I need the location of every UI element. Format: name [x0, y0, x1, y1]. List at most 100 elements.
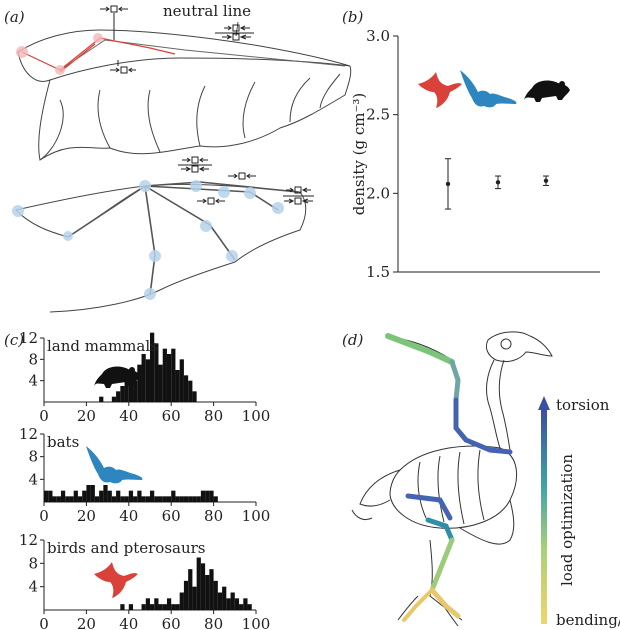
histogram-title: bats [47, 433, 79, 451]
bird-skeleton-drawing [351, 331, 553, 627]
x-tick-label: 40 [119, 507, 138, 525]
histogram-bar [205, 490, 210, 502]
x-tick-label: 80 [204, 507, 223, 525]
histogram-bar [154, 496, 159, 502]
histogram-bar [196, 557, 201, 610]
histogram-bar [141, 354, 146, 402]
bird-joint-marker [93, 33, 103, 43]
y-tick-label: 8 [28, 350, 38, 368]
bird-silhouette [418, 72, 462, 108]
histogram-bar [183, 375, 189, 402]
y-tick-label: 3.0 [366, 27, 390, 45]
histogram-bar [69, 496, 74, 502]
histogram-bar [188, 496, 193, 502]
histogram-bar [133, 380, 138, 402]
histogram-bar [205, 575, 210, 610]
histogram-bar [217, 592, 223, 610]
histogram-bar [65, 496, 70, 502]
histogram-bar [145, 359, 150, 402]
histogram-bar [94, 496, 100, 502]
panel-label-a: (a) [4, 8, 25, 26]
histogram-bar [166, 496, 172, 502]
histogram-bar [90, 485, 95, 502]
stress-element-icon [283, 186, 314, 205]
histogram-bar [120, 496, 125, 502]
histogram-bar [188, 380, 193, 402]
x-tick-label: 100 [242, 507, 271, 525]
data-point-bat [495, 180, 501, 185]
histogram-bar [150, 604, 155, 610]
x-tick-label: 0 [39, 615, 49, 630]
histogram-bar [124, 380, 129, 402]
x-tick-label: 40 [119, 407, 138, 425]
histogram-bar [73, 490, 78, 502]
histogram-bar [120, 604, 125, 610]
histogram-bar [154, 343, 159, 402]
histogram-bar [120, 386, 125, 402]
x-tick-label: 80 [204, 615, 223, 630]
histogram-bar [175, 496, 180, 502]
histogram-bar [116, 490, 121, 502]
y-tick-label: 8 [28, 448, 38, 466]
histogram-bar [77, 496, 83, 502]
histogram-bar [133, 496, 138, 502]
stress-element-icon [100, 5, 128, 40]
histogram-bar [234, 598, 240, 610]
panel-label-b: (b) [342, 8, 363, 26]
histogram-bar [175, 604, 180, 610]
x-tick-label: 20 [77, 507, 96, 525]
mouse-silhouette [94, 366, 140, 388]
histogram-bar [145, 598, 150, 610]
stress-element-icon [215, 24, 254, 41]
histogram-bar [86, 485, 91, 502]
load-optimization-label: load optimization [558, 454, 576, 586]
x-tick-label: 20 [77, 407, 96, 425]
histogram-bar [239, 604, 244, 610]
panel-label-c: (c) [4, 331, 24, 349]
histogram-bar [103, 485, 108, 502]
histogram-bar [116, 391, 121, 402]
mouse-silhouette [524, 80, 570, 102]
histogram-bar [171, 604, 176, 610]
histogram-bar [192, 391, 197, 402]
y-tick-label: 2.0 [366, 184, 390, 202]
bird-joint-marker [55, 65, 65, 75]
histogram-bar [200, 490, 206, 502]
histogram-bar [243, 598, 248, 610]
bat-silhouette [460, 70, 517, 108]
y-tick-label: 12 [19, 531, 38, 549]
histogram-bar [141, 496, 146, 502]
histogram-bar [213, 580, 218, 610]
panel-d: (d) [342, 331, 620, 629]
bird-silhouette [94, 562, 138, 598]
histogram-bar [196, 496, 201, 502]
y-tick-label: 12 [19, 329, 38, 347]
histogram-bar [188, 569, 193, 610]
bat-wing-drawing [15, 181, 307, 313]
histogram-bar [150, 332, 155, 402]
histogram-bar [141, 604, 146, 610]
histogram-bar [226, 598, 231, 610]
bird-wing-drawing [17, 29, 352, 161]
stress-element-icon [110, 60, 136, 74]
load-optimization-gradient-arrow [538, 396, 550, 624]
x-tick-label: 60 [162, 615, 181, 630]
panel-a: (a) [4, 2, 352, 313]
histogram-bar [158, 364, 163, 402]
histogram-bar [154, 598, 159, 610]
neutral-line-label: neutral line [163, 2, 251, 20]
x-tick-label: 100 [242, 615, 271, 630]
histogram-bar [209, 569, 214, 610]
histogram-bar [166, 354, 172, 402]
histogram-bar [150, 490, 155, 502]
bending-label: bending/ [556, 611, 620, 629]
x-tick-label: 60 [162, 507, 181, 525]
histogram-bar [209, 490, 214, 502]
histogram-bar [213, 496, 218, 502]
